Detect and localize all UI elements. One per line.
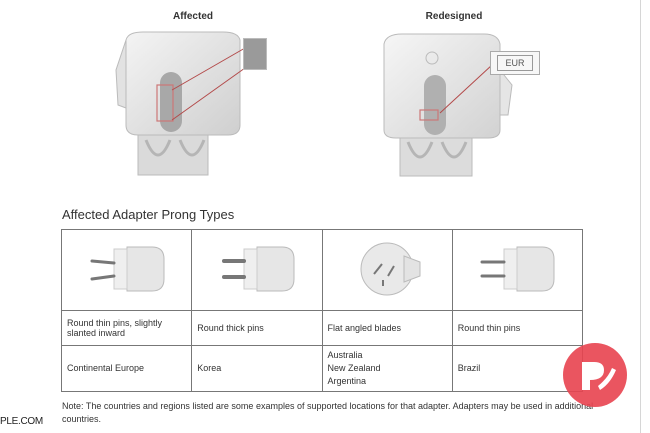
- affected-zoom-box: [243, 38, 267, 70]
- country: Argentina: [327, 376, 367, 386]
- prong-type-cell: Flat angled blades: [321, 310, 453, 346]
- prong-type-cell: Round thin pins, slightly slanted inward: [60, 310, 193, 346]
- affected-zoom-line: [171, 47, 246, 121]
- round-thin-pins-icon: [480, 246, 555, 292]
- redesigned-adapter-image: [372, 30, 522, 180]
- prong-image-cell: [60, 229, 193, 311]
- country-cell: Brazil: [451, 345, 584, 392]
- prong-image-cell: [191, 229, 323, 311]
- country-cell: Continental Europe: [60, 345, 193, 392]
- caption-redesigned: Redesigned: [425, 11, 483, 22]
- country: Korea: [197, 363, 222, 373]
- prong-image-cell: [451, 229, 584, 311]
- footnote: Note: The countries and regions listed a…: [62, 401, 594, 424]
- country-cell: Australia New Zealand Argentina: [321, 345, 453, 392]
- section-title: Affected Adapter Prong Types: [62, 207, 235, 222]
- prong-image-cell: [321, 229, 453, 311]
- watermark-logo-icon: [563, 343, 627, 407]
- country-cell: Korea: [191, 345, 323, 392]
- flat-angled-blades-icon: [360, 242, 421, 296]
- redesigned-zoom-line: [439, 64, 493, 114]
- caption-affected: Affected: [172, 11, 213, 22]
- country: Brazil: [457, 363, 481, 373]
- country: New Zealand: [327, 363, 381, 373]
- edge-site-text: PLE.COM: [0, 416, 43, 427]
- round-thick-pins-icon: [221, 246, 295, 292]
- round-thin-slanted-pins-icon: [90, 246, 165, 292]
- prong-type-cell: Round thick pins: [191, 310, 323, 346]
- redesigned-zoom-box: EUR: [490, 51, 540, 75]
- eur-label: EUR: [497, 55, 533, 71]
- country: Continental Europe: [67, 363, 145, 373]
- prong-types-table: Round thin pins, slightly slanted inward…: [60, 229, 584, 392]
- page-right-border: [640, 0, 641, 433]
- prong-type-cell: Round thin pins: [451, 310, 584, 346]
- country: Australia: [327, 350, 363, 360]
